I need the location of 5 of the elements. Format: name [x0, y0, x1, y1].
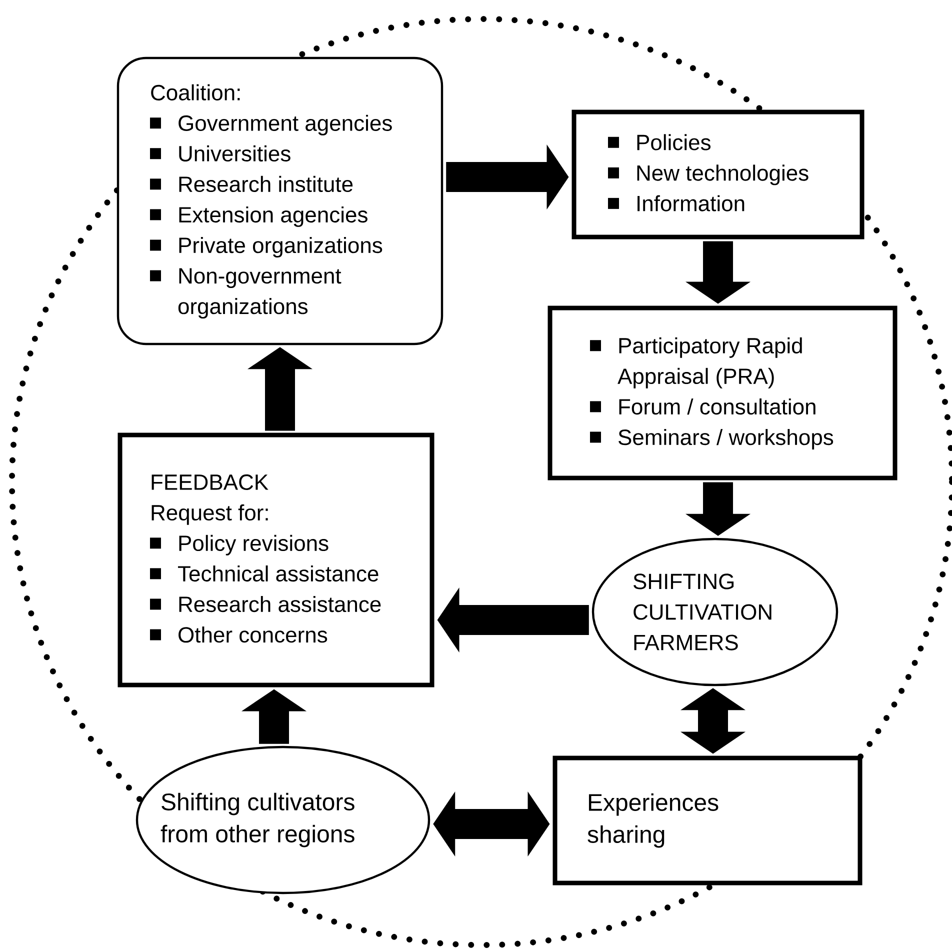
bullet-box: Policies New technologies Information [572, 110, 864, 240]
rounded-box: Coalition: Government agencies Universities Research institute Extension agencies Private organizations Non-government organizations [116, 56, 444, 346]
bullet-box: FEEDBACK Request for: Policy revisions Technical assistance Research assistance Other concerns [118, 432, 434, 688]
bullet-box: Participatory Rapid Appraisal (PRA) Forum / consultation Seminars / workshops [548, 306, 898, 480]
text-box: Experiences sharing [552, 756, 862, 886]
